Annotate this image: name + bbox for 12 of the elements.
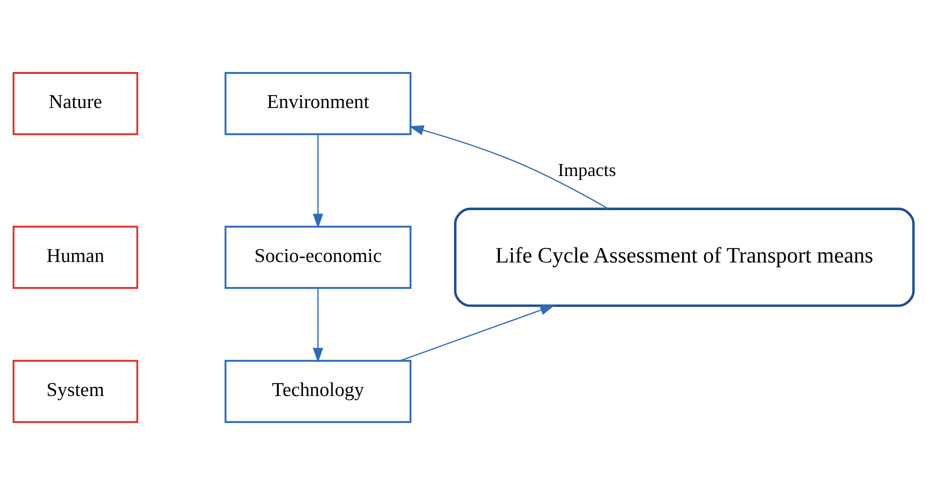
node-box: Human xyxy=(12,226,138,289)
arrow xyxy=(408,125,609,210)
node-box: System xyxy=(12,360,138,424)
node-box: Socio-economic xyxy=(224,226,412,289)
node-box: Technology xyxy=(224,360,412,424)
arrow xyxy=(312,134,324,228)
arrow xyxy=(400,305,555,362)
node-box: Life Cycle Assessment of Transport means xyxy=(454,208,915,307)
edge-label: Impacts xyxy=(558,160,616,180)
arrow xyxy=(312,288,324,363)
node-box: Nature xyxy=(12,72,138,136)
node-box: Environment xyxy=(224,72,412,136)
